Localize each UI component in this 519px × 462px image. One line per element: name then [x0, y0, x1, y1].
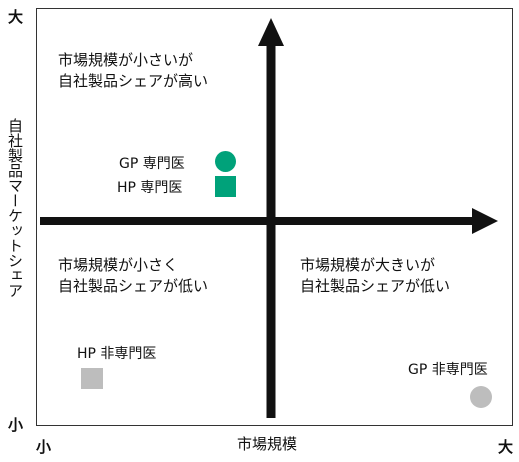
quadrant-top-left-line2: 自社製品シェアが高い [58, 72, 209, 90]
x-axis-min-label: 小 [36, 438, 52, 456]
y-axis-min-label: 小 [8, 416, 24, 434]
x-axis-max-label: 大 [498, 438, 514, 456]
hp-specialist-marker [215, 176, 236, 197]
y-axis-max-label: 大 [8, 8, 24, 26]
quadrant-top-left-line1: 市場規模が小さいが [58, 51, 194, 69]
quadrant-bottom-left-line1: 市場規模が小さく [58, 256, 179, 274]
y-axis-title: 自社製品マーケットシェア [6, 118, 24, 298]
hp-non-specialist-marker [81, 368, 103, 389]
gp-specialist-label: GP 専門医 [119, 156, 185, 172]
y-axis-arrow [258, 18, 284, 418]
hp-non-specialist-label: HP 非専門医 [77, 346, 157, 362]
quadrant-bottom-right-line2: 自社製品シェアが低い [300, 277, 451, 295]
gp-non-specialist-marker [470, 386, 492, 408]
x-axis-arrow [40, 208, 498, 234]
quadrant-bottom-left-line2: 自社製品シェアが低い [58, 277, 209, 295]
gp-specialist-marker [215, 151, 236, 172]
chart-frame [36, 8, 513, 426]
gp-non-specialist-label: GP 非専門医 [408, 362, 488, 378]
hp-specialist-label: HP 専門医 [117, 180, 183, 196]
x-axis-title: 市場規模 [237, 435, 298, 453]
quadrant-bottom-right-line1: 市場規模が大きいが [300, 256, 436, 274]
